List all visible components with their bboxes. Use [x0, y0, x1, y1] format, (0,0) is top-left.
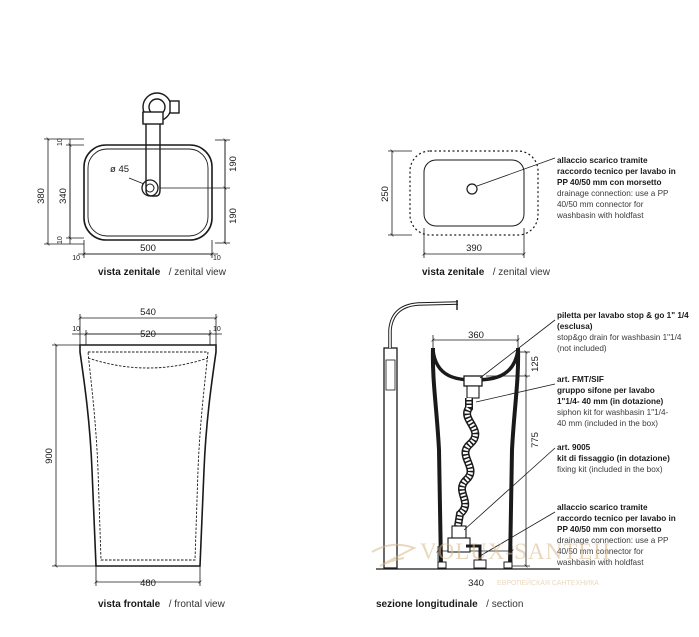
caption-top-left: vista zenitale / zenital view — [98, 262, 227, 279]
caption-top-right: vista zenitale / zenital view — [422, 262, 551, 279]
dim-top-outer: 540 — [140, 307, 156, 318]
svg-text:washbasin with holdfast: washbasin with holdfast — [556, 558, 644, 567]
svg-text:(esclusa): (esclusa) — [557, 322, 593, 331]
section-wall-left — [430, 347, 443, 567]
drain-hole-inner — [145, 183, 155, 193]
top-left-zenital-view: ø 45 380 340 10 10 190 190 — [36, 92, 239, 279]
note-fixing-kit: art. 9005 kit di fissaggio (in dotazione… — [557, 443, 670, 474]
watermark-tagline: ЕВРОПЕЙСКАЯ САНТЕХНИКА — [497, 578, 599, 587]
wall-tap-drawing — [142, 92, 180, 197]
svg-text:allaccio scarico tramite: allaccio scarico tramite — [557, 156, 648, 165]
drain-hole-outer — [141, 179, 159, 197]
dim-width: 390 — [466, 243, 482, 254]
dim-base: 480 — [140, 578, 156, 589]
svg-text:gruppo sifone per lavabo: gruppo sifone per lavabo — [557, 386, 655, 395]
svg-text:raccordo tecnico per lavabo in: raccordo tecnico per lavabo in — [557, 167, 676, 176]
basin-outline-inner — [87, 148, 209, 237]
pedestal-body-outer — [79, 344, 217, 567]
svg-text:drainage connection: use a PP: drainage connection: use a PP — [557, 536, 669, 545]
note-drainage-section: allaccio scarico tramite raccordo tecnic… — [556, 503, 676, 567]
svg-text:stop&go drain for washbasin 1": stop&go drain for washbasin 1"1/4 — [557, 333, 682, 342]
svg-text:(not included): (not included) — [557, 344, 607, 353]
caption-section: sezione longitudinale / section — [376, 594, 523, 611]
basin-outline-outer — [83, 144, 213, 241]
dim-right-top: 190 — [228, 156, 239, 172]
dim-height: 900 — [44, 448, 55, 464]
wall-tap-section — [383, 300, 459, 569]
svg-text:PP 40/50 mm con morsetto: PP 40/50 mm con morsetto — [557, 525, 662, 534]
hole-diameter-label: ø 45 — [110, 164, 129, 175]
svg-text:washbasin with holdfast: washbasin with holdfast — [556, 211, 644, 220]
section-wall-right — [508, 347, 521, 567]
dim-775: 775 — [530, 432, 541, 448]
caption-front: vista frontale / frontal view — [98, 594, 226, 611]
top-right-zenital-view: 250 390 allaccio scarico tramite raccord… — [380, 149, 676, 279]
siphon-assembly — [437, 375, 513, 569]
dim-margin-top: 10 — [57, 138, 64, 146]
drain-hole — [466, 183, 478, 195]
svg-text:PP 40/50 mm con morsetto: PP 40/50 mm con morsetto — [557, 178, 662, 187]
note-siphon-kit: art. FMT/SIF gruppo sifone per lavabo 1"… — [557, 375, 668, 428]
dim-margin-left: 10 — [72, 255, 80, 262]
svg-text:fixing kit (included in the bo: fixing kit (included in the box) — [557, 465, 663, 474]
basin-rim-curve — [87, 357, 209, 369]
svg-text:art. 9005: art. 9005 — [557, 443, 591, 452]
svg-text:40/50 mm connector for: 40/50 mm connector for — [557, 547, 644, 556]
dim-width: 500 — [140, 243, 156, 254]
svg-text:drainage connection: use a PP: drainage connection: use a PP — [557, 189, 669, 198]
dim-margin-right: 10 — [213, 255, 221, 262]
dim-top-inner: 520 — [140, 329, 156, 340]
frontal-view: 540 520 10 10 900 480 vista frontale / f… — [44, 307, 226, 611]
dim-height: 250 — [380, 186, 391, 202]
svg-text:piletta per lavabo stop & go 1: piletta per lavabo stop & go 1" 1/4 — [557, 311, 689, 320]
svg-text:40/50 mm connector for: 40/50 mm connector for — [557, 200, 644, 209]
note-stop-go-drain: piletta per lavabo stop & go 1" 1/4 (esc… — [557, 311, 689, 353]
svg-text:40 mm (included in the box): 40 mm (included in the box) — [557, 419, 658, 428]
dim-base: 340 — [468, 578, 484, 589]
basin-outline-dashed — [409, 150, 539, 236]
basin-outline-inner — [423, 159, 525, 227]
svg-text:siphon kit for washbasin 1"1/4: siphon kit for washbasin 1"1/4- — [557, 408, 668, 417]
dim-margin-right: 10 — [213, 326, 221, 333]
dim-125: 125 — [530, 356, 541, 372]
dim-height-total: 380 — [36, 188, 47, 204]
watermark-brand: VOLUX-SANTEH — [420, 539, 611, 564]
dim-top: 360 — [468, 330, 484, 341]
dim-margin-bottom: 10 — [57, 236, 64, 244]
svg-text:art. FMT/SIF: art. FMT/SIF — [557, 375, 604, 384]
svg-text:1"1/4- 40 mm (in dotazione): 1"1/4- 40 mm (in dotazione) — [557, 397, 664, 406]
pedestal-body-inner — [87, 351, 209, 561]
dim-height-inner: 340 — [58, 188, 69, 204]
section-view: 360 125 775 340 piletta per lavabo stop … — [376, 300, 689, 611]
watermark: VOLUX-SANTEH ЕВРОПЕЙСКАЯ САНТЕХНИКА — [371, 539, 611, 587]
dim-margin-left: 10 — [72, 326, 80, 333]
svg-text:raccordo tecnico per lavabo in: raccordo tecnico per lavabo in — [557, 514, 676, 523]
svg-text:kit di fissaggio (in dotazione: kit di fissaggio (in dotazione) — [557, 454, 670, 463]
svg-text:allaccio scarico tramite: allaccio scarico tramite — [557, 503, 648, 512]
watermark-swoosh-icon — [371, 543, 417, 567]
note-drainage-top: allaccio scarico tramite raccordo tecnic… — [556, 156, 676, 220]
dim-right-bottom: 190 — [228, 208, 239, 224]
